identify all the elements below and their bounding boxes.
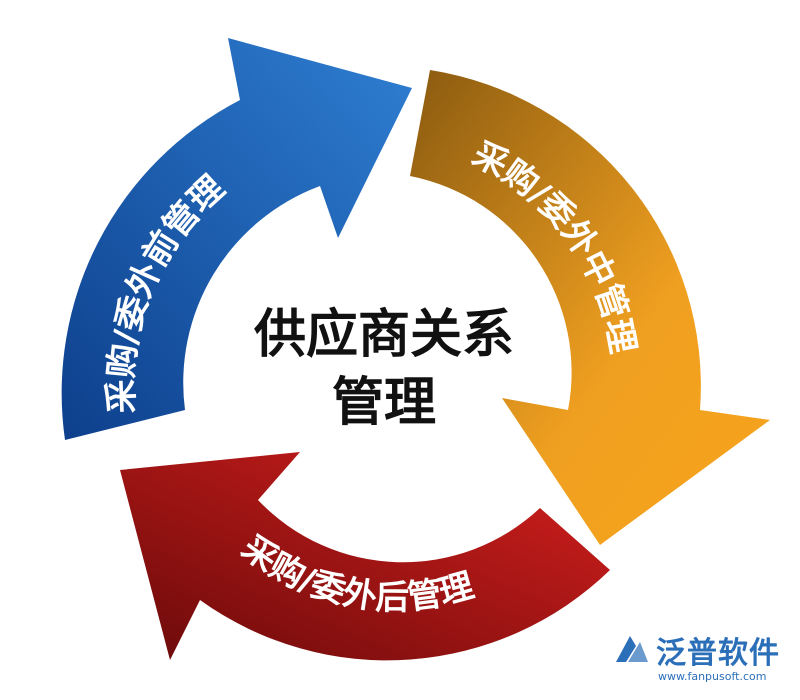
brand-logo: 泛普软件 www.fanpusoft.com bbox=[612, 628, 792, 696]
center-title-line2: 管理 bbox=[332, 373, 436, 433]
arrow-post-management bbox=[120, 452, 610, 661]
center-title-line1: 供应商关系 bbox=[254, 305, 514, 365]
brand-name: 泛普软件 bbox=[656, 636, 780, 671]
fanpu-logo-icon bbox=[616, 636, 648, 662]
arrow-mid-management bbox=[410, 70, 770, 545]
arrow-pre-management bbox=[61, 38, 412, 440]
brand-url: www.fanpusoft.com bbox=[658, 670, 767, 683]
